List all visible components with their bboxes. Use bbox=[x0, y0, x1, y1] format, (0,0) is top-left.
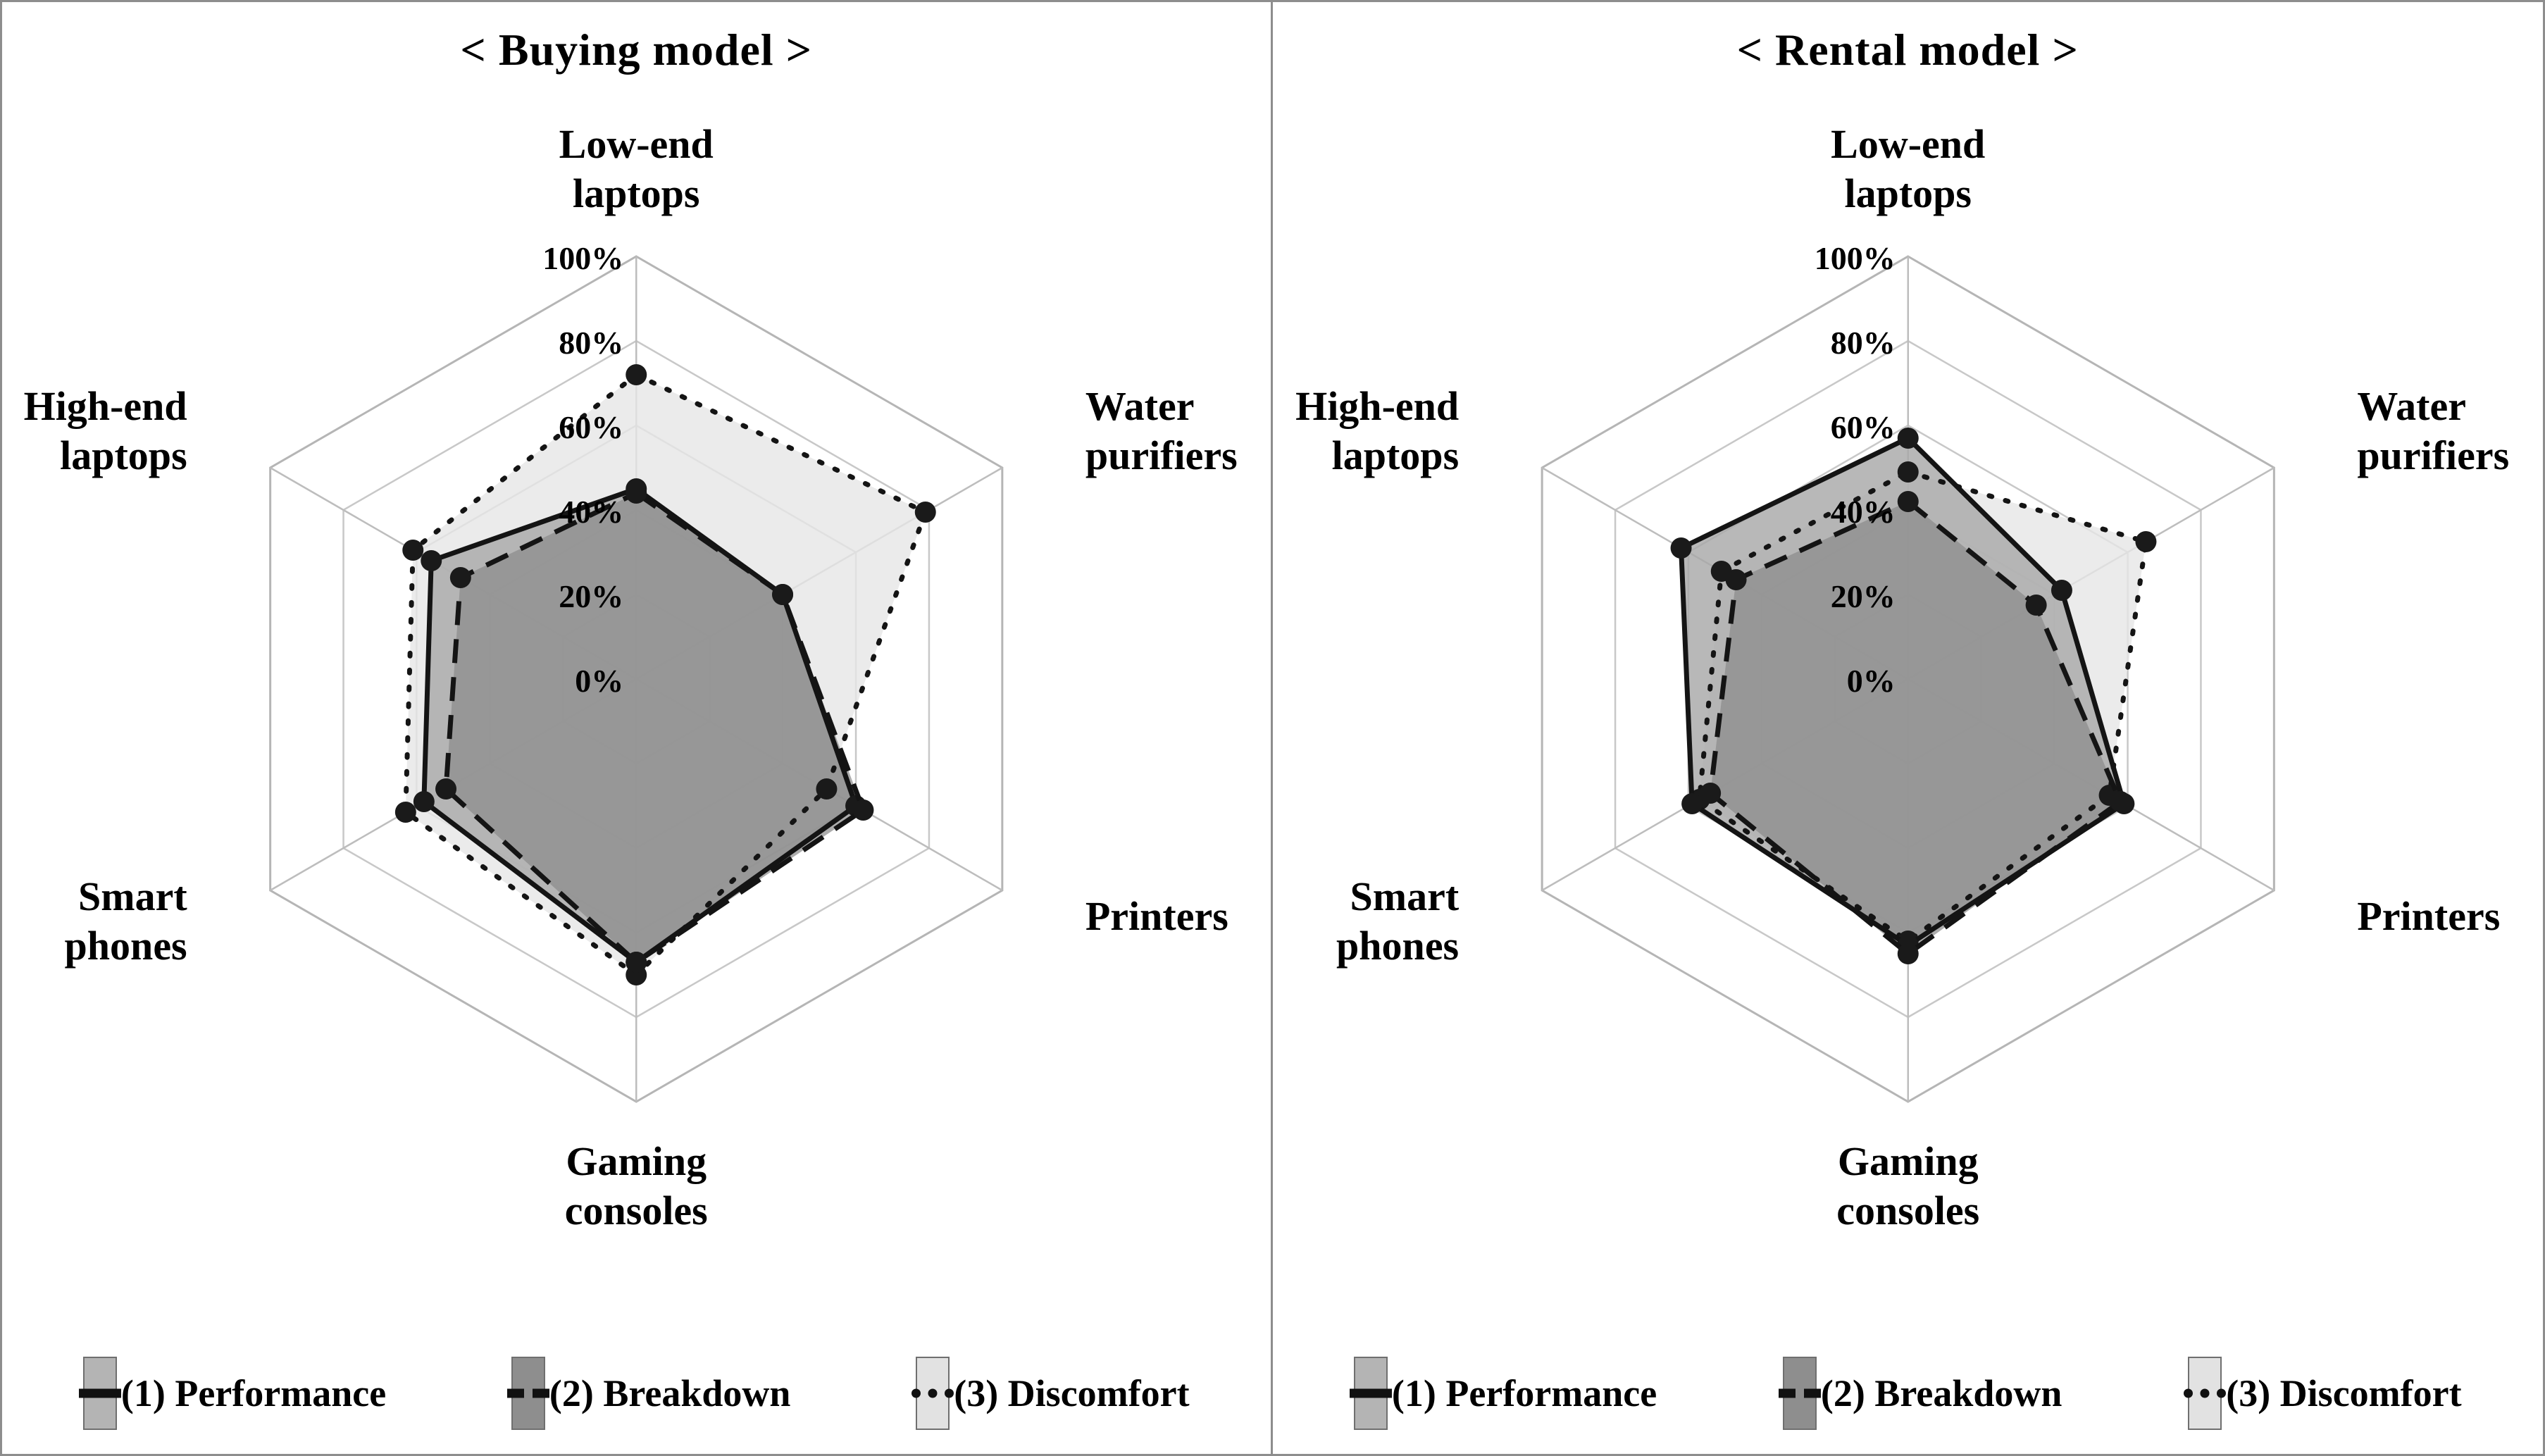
radial-tick-label: 100% bbox=[1814, 240, 1895, 276]
radial-tick-label: 40% bbox=[1830, 494, 1895, 530]
legend-label-discomfort: (3) Discomfort bbox=[954, 1372, 1190, 1414]
radial-tick-label: 20% bbox=[1830, 578, 1895, 614]
data-point-marker bbox=[2051, 580, 2072, 602]
legend-swatch-breakdown-icon bbox=[506, 1357, 549, 1430]
data-point-marker bbox=[2109, 791, 2131, 813]
radial-tick-label: 60% bbox=[559, 409, 623, 445]
radial-tick-label: 80% bbox=[1830, 325, 1895, 361]
radial-tick-label: 80% bbox=[559, 325, 623, 361]
panel-title: < Rental model > bbox=[1736, 25, 2079, 75]
legend-swatch-performance-icon bbox=[78, 1357, 121, 1430]
legend-item-breakdown[interactable]: (2) Breakdown bbox=[506, 1357, 791, 1430]
axis-category-label: Printers bbox=[1085, 893, 1228, 939]
panel-title: < Buying model > bbox=[460, 25, 813, 75]
data-point-marker bbox=[1897, 461, 1919, 483]
legend-label-performance: (1) Performance bbox=[1391, 1372, 1657, 1414]
data-point-marker bbox=[1681, 793, 1703, 815]
data-point-marker bbox=[1670, 537, 1692, 559]
data-point-marker bbox=[626, 364, 647, 386]
legend-rental: (1) Performance (2) Breakdown (3) Discom… bbox=[1273, 1357, 2544, 1430]
legend-item-performance[interactable]: (1) Performance bbox=[1349, 1357, 1657, 1430]
axis-category-label: Printers bbox=[2357, 893, 2500, 939]
legend-label-discomfort: (3) Discomfort bbox=[2226, 1372, 2462, 1414]
data-point-marker bbox=[402, 540, 424, 561]
radial-tick-labels: 0% 20% 40% 60% 80% 100% bbox=[542, 240, 623, 699]
series-area bbox=[446, 493, 864, 963]
legend-swatch-discomfort-icon bbox=[2184, 1357, 2227, 1430]
data-point-marker bbox=[1725, 569, 1747, 591]
data-point-marker bbox=[1897, 943, 1919, 965]
radial-tick-label: 0% bbox=[1846, 663, 1895, 699]
legend-swatch-discomfort-icon bbox=[911, 1357, 954, 1430]
series-breakdown bbox=[1710, 502, 2120, 954]
data-point-marker bbox=[914, 502, 936, 523]
data-point-marker bbox=[626, 483, 647, 504]
panel-buying-model: < Buying model > 0%20%40%60%80%100%Low-e… bbox=[2, 2, 1273, 1454]
legend-label-breakdown: (2) Breakdown bbox=[1820, 1372, 2062, 1414]
legend-label-breakdown: (2) Breakdown bbox=[549, 1372, 791, 1414]
data-point-marker bbox=[421, 550, 442, 572]
legend-label-performance: (1) Performance bbox=[120, 1372, 387, 1414]
data-point-marker bbox=[772, 584, 794, 606]
legend-swatch-performance-icon bbox=[1349, 1357, 1392, 1430]
legend-swatch-breakdown-icon bbox=[1778, 1357, 1821, 1430]
series-area bbox=[1710, 502, 2120, 954]
data-point-marker bbox=[2134, 531, 2156, 553]
radial-tick-label: 100% bbox=[542, 240, 623, 276]
data-point-marker bbox=[1699, 783, 1721, 804]
series-line-breakdown bbox=[1699, 491, 2131, 965]
series-line-discomfort bbox=[394, 364, 936, 986]
data-point-marker bbox=[1897, 428, 1919, 449]
data-point-marker bbox=[2025, 595, 2047, 616]
radial-tick-label: 0% bbox=[575, 663, 623, 699]
radial-tick-label: 40% bbox=[559, 494, 623, 530]
legend-item-performance[interactable]: (1) Performance bbox=[78, 1357, 387, 1430]
data-point-marker bbox=[449, 567, 471, 589]
data-point-marker bbox=[435, 778, 457, 800]
data-point-marker bbox=[413, 791, 435, 813]
data-point-marker bbox=[626, 952, 647, 973]
series-line-breakdown bbox=[435, 483, 874, 973]
data-point-marker bbox=[852, 799, 874, 821]
legend-item-breakdown[interactable]: (2) Breakdown bbox=[1778, 1357, 2062, 1430]
data-point-marker bbox=[1897, 491, 1919, 513]
radial-tick-labels: 0% 20% 40% 60% 80% 100% bbox=[1814, 240, 1895, 699]
panel-rental-model: < Rental model > 0%20%40%60%80%100%Low-e… bbox=[1273, 2, 2544, 1454]
data-point-marker bbox=[394, 802, 416, 823]
radial-tick-label: 60% bbox=[1830, 409, 1895, 445]
radial-tick-label: 20% bbox=[559, 578, 623, 614]
series-breakdown bbox=[446, 493, 864, 963]
data-point-marker bbox=[816, 778, 838, 800]
legend-item-discomfort[interactable]: (3) Discomfort bbox=[911, 1357, 1190, 1430]
legend-item-discomfort[interactable]: (3) Discomfort bbox=[2184, 1357, 2462, 1430]
legend-buying: (1) Performance (2) Breakdown (3) Discom… bbox=[2, 1357, 1271, 1430]
